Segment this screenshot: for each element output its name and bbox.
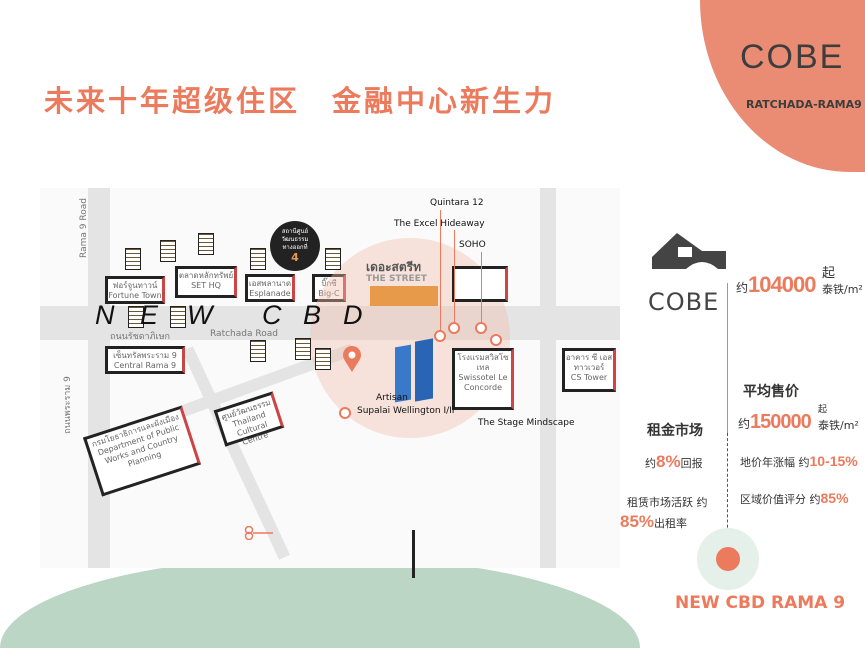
mrt-exit-bubble: สถานีศูนย์วัฒนธรรม ทางออกที่4 xyxy=(270,221,320,271)
project-leader-line xyxy=(440,210,441,330)
avg-price-unit: 泰铁/m² xyxy=(818,419,859,432)
rent-active-label: 租赁市场活跃 约 xyxy=(627,496,708,509)
landmark-fortune-town: ฟอร์จูนทาวน์Fortune Town xyxy=(105,276,165,304)
avg-price: 150000 xyxy=(750,411,812,433)
marker-dot xyxy=(716,547,740,571)
rent-yield-suffix: 回报 xyxy=(680,457,703,470)
rent-yield: 8% xyxy=(656,452,681,471)
new-cbd-letter: C xyxy=(262,300,282,330)
landmark-cs-tower: อาคาร ซี เอส ทาวเวอร์CS Tower xyxy=(562,348,616,392)
building-icon xyxy=(250,340,266,362)
land-growth-label: 地价年涨幅 约 xyxy=(740,456,810,469)
landmark-set-hq: ตลาดหลักทรัพย์SET HQ xyxy=(175,266,237,298)
divider xyxy=(412,530,415,578)
cobe-logo-icon xyxy=(650,229,740,284)
the-street-thai: เดอะสตรีท xyxy=(366,260,422,274)
road-label-rama9: Rama 9 Road xyxy=(78,198,89,258)
project-label-excel-hideaway: The Excel Hideaway xyxy=(394,219,485,229)
building-icon xyxy=(198,233,214,255)
project-marker xyxy=(475,322,487,334)
new-cbd-letter: D xyxy=(343,300,363,330)
the-street-en: THE STREET xyxy=(366,274,427,284)
decorative-rings-icon xyxy=(244,526,273,540)
price-suffix: 起 xyxy=(822,266,836,281)
artisan-tower xyxy=(415,338,433,402)
project-label-soho: SOHO xyxy=(459,240,486,250)
new-cbd-letter: E xyxy=(140,300,159,330)
brand-name: COBE xyxy=(740,38,845,76)
page-title: 未来十年超级住区 金融中心新生力 xyxy=(44,84,557,118)
building-icon xyxy=(315,348,331,370)
timeline-line xyxy=(727,283,728,433)
new-cbd-letter: N xyxy=(95,300,115,330)
new-cbd-letter: B xyxy=(303,300,322,330)
project-marker xyxy=(448,322,460,334)
project-label-artisan: Artisan xyxy=(376,393,408,403)
occupancy-suffix: 出租率 xyxy=(654,517,688,530)
project-leader-line xyxy=(481,252,482,324)
road-label-rama9-thai: ถนนพระราม 9 xyxy=(62,376,73,434)
building-icon xyxy=(170,306,186,328)
landmark-unknown xyxy=(452,266,508,302)
building-icon xyxy=(325,248,341,270)
road xyxy=(88,188,110,568)
project-leader-line xyxy=(454,230,455,324)
road-label-ratchada-thai: ถนนรัชดาภิเษก xyxy=(110,332,170,342)
building-icon xyxy=(160,240,176,262)
rent-heading: 租金市场 xyxy=(647,423,703,439)
project-label-stage-mindscape: The Stage Mindscape xyxy=(478,418,575,428)
price-unit: 泰铁/m² xyxy=(822,283,863,296)
project-marker xyxy=(490,334,502,346)
rent-yield-prefix: 约 xyxy=(645,457,656,470)
building-icon xyxy=(128,306,144,328)
area-map: Rama 9 Road ถนนพระราม 9 ถนนรัชดาภิเษก Ra… xyxy=(40,188,620,568)
region-score: 85% xyxy=(820,490,849,506)
new-cbd-letter: W xyxy=(187,300,213,330)
timeline-dashed xyxy=(727,433,728,553)
footer-tag: NEW CBD RAMA 9 xyxy=(675,593,846,613)
project-marker xyxy=(434,330,446,342)
project-label-supalai-wellington: Supalai Wellington I/II xyxy=(357,406,455,416)
occupancy: 85% xyxy=(620,512,655,531)
road xyxy=(540,188,556,568)
brand-subtitle: RATCHADA-RAMA9 xyxy=(746,98,862,111)
building-icon xyxy=(250,248,266,270)
avg-price-prefix: 约 xyxy=(738,417,751,431)
region-score-label: 区域价值评分 约 xyxy=(740,493,821,506)
project-marker xyxy=(339,407,351,419)
road-label-ratchada: Ratchada Road xyxy=(210,329,278,339)
landmark-big-c: บิ๊กซีBig-C xyxy=(312,274,346,302)
decorative-arc xyxy=(0,556,640,648)
building-icon xyxy=(125,248,141,270)
avg-price-suffix: 起 xyxy=(818,405,828,415)
the-street-building xyxy=(370,286,438,306)
avg-price-heading: 平均售价 xyxy=(743,384,799,400)
project-label-quintara: Quintara 12 xyxy=(430,198,484,208)
brand-circle xyxy=(700,0,865,172)
cobe-logo-text: COBE xyxy=(648,288,720,316)
location-pin-icon xyxy=(343,346,361,372)
start-price: 104000 xyxy=(748,272,816,297)
land-growth: 10-15% xyxy=(809,453,858,469)
building-icon xyxy=(295,338,311,360)
start-price-prefix: 约 xyxy=(736,281,749,295)
